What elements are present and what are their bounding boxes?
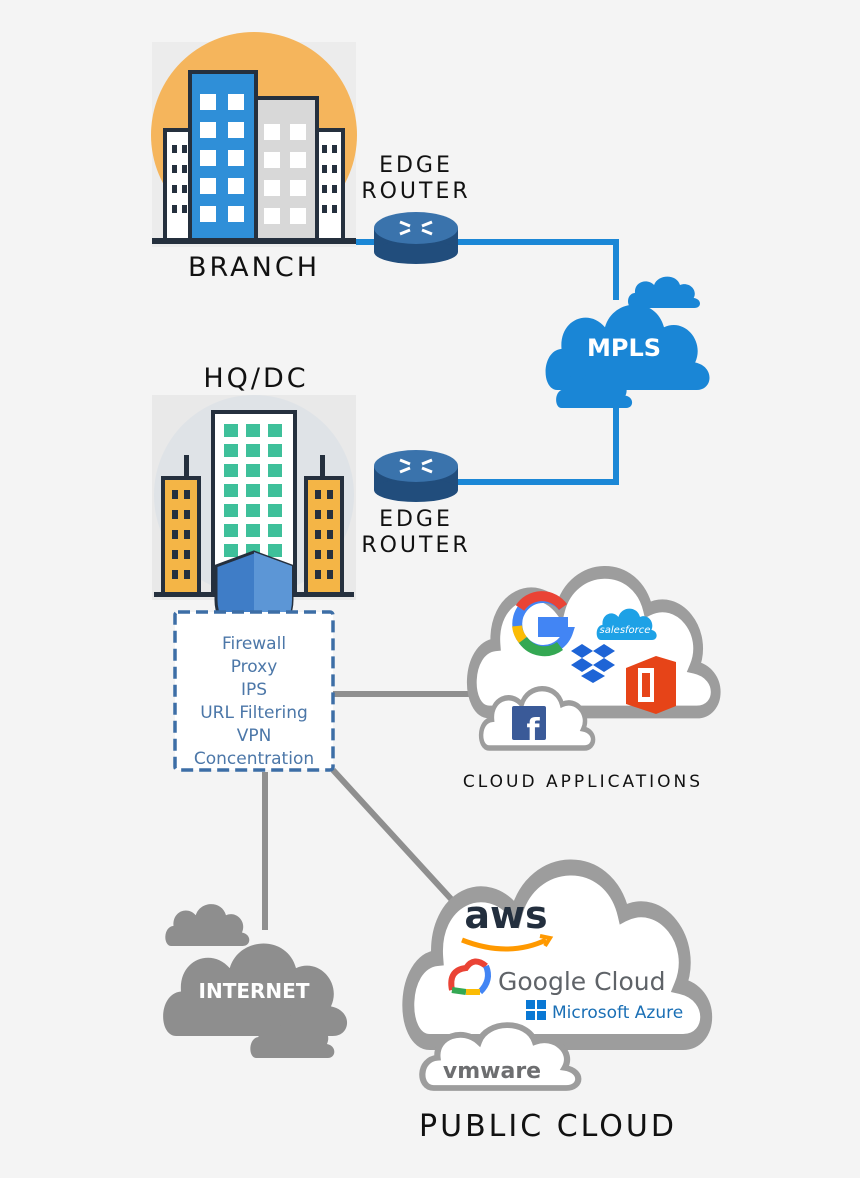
hq-window bbox=[224, 524, 238, 537]
hq-window bbox=[224, 424, 238, 437]
service-firewall: Firewall bbox=[222, 634, 286, 654]
facebook-logo-icon: f bbox=[512, 706, 546, 748]
security-services-list: Firewall Proxy IPS URL Filtering VPN Con… bbox=[194, 634, 314, 769]
hq-window bbox=[268, 444, 282, 457]
mpls-label: MPLS bbox=[587, 334, 661, 362]
microsoft-azure-text: Microsoft Azure bbox=[552, 1003, 683, 1023]
link-router-mpls-top bbox=[456, 239, 619, 300]
salesforce-logo-icon: salesforce bbox=[596, 608, 657, 640]
edge-router-bottom-label-line1: EDGE bbox=[379, 507, 453, 532]
branch-label: BRANCH bbox=[188, 252, 320, 283]
service-ips: IPS bbox=[241, 680, 267, 700]
service-proxy: Proxy bbox=[231, 657, 278, 677]
aws-text: aws bbox=[464, 893, 547, 937]
hq-window bbox=[268, 424, 282, 437]
edge-router-top-label-line2: ROUTER bbox=[361, 179, 470, 204]
edge-router-top-icon bbox=[374, 212, 458, 264]
hq-window bbox=[268, 464, 282, 477]
vmware-logo-text: vmware bbox=[443, 1059, 541, 1084]
hq-window bbox=[246, 464, 260, 477]
service-url-filtering: URL Filtering bbox=[200, 703, 308, 723]
google-cloud-text: Google Cloud bbox=[498, 967, 666, 996]
cloud-applications-label: CLOUD APPLICATIONS bbox=[463, 772, 703, 792]
hq-window bbox=[224, 464, 238, 477]
connections bbox=[262, 239, 619, 930]
edge-router-top-label-line1: EDGE bbox=[379, 153, 453, 178]
salesforce-text: salesforce bbox=[600, 625, 651, 636]
hq-window bbox=[246, 424, 260, 437]
public-cloud-label: PUBLIC CLOUD bbox=[419, 1109, 677, 1144]
hq-window bbox=[224, 484, 238, 497]
google-logo-icon bbox=[512, 591, 575, 657]
aws-logo-icon: aws bbox=[461, 893, 554, 952]
security-services-box bbox=[173, 610, 335, 772]
microsoft-azure-logo-icon: Microsoft Azure bbox=[526, 1000, 683, 1023]
hq-window bbox=[224, 444, 238, 457]
hq-window bbox=[246, 444, 260, 457]
hq-window bbox=[268, 544, 282, 557]
edge-router-bottom-label-line2: ROUTER bbox=[361, 533, 470, 558]
hq-window bbox=[268, 524, 282, 537]
link-router-mpls-bottom bbox=[456, 400, 619, 485]
service-vpn: VPN bbox=[237, 726, 272, 746]
dropbox-logo-icon bbox=[571, 644, 615, 683]
hq-window bbox=[246, 524, 260, 537]
hq-window bbox=[268, 484, 282, 497]
google-cloud-logo-icon: Google Cloud bbox=[448, 958, 666, 996]
branch-building-icon bbox=[151, 32, 357, 247]
hq-window bbox=[224, 504, 238, 517]
link-hq-public-cloud bbox=[330, 767, 455, 903]
hq-window bbox=[246, 484, 260, 497]
facebook-f: f bbox=[526, 713, 540, 748]
hq-window bbox=[246, 504, 260, 517]
edge-router-bottom-icon bbox=[374, 450, 458, 502]
hq-window bbox=[268, 504, 282, 517]
cloud-applications-cloud bbox=[472, 572, 716, 748]
hq-window bbox=[224, 544, 238, 557]
hq-label: HQ/DC bbox=[203, 363, 308, 394]
service-concentration: Concentration bbox=[194, 749, 314, 769]
internet-label: INTERNET bbox=[199, 979, 310, 1003]
office-logo-icon bbox=[626, 656, 676, 714]
